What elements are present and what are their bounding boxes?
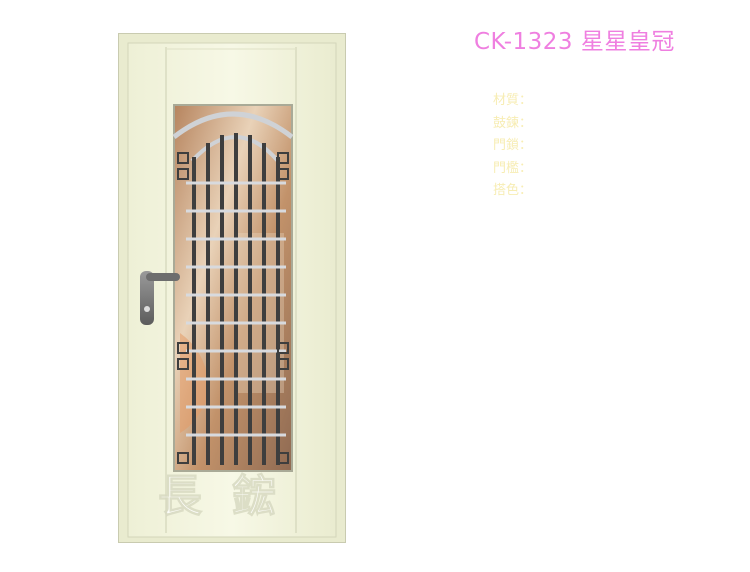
product-title: CK-1323 星星皇冠 bbox=[474, 29, 675, 55]
spec-threshold: 門檻： bbox=[493, 160, 533, 176]
svg-text:長鋐: 長鋐 bbox=[158, 471, 306, 522]
spec-material: 材質： bbox=[493, 93, 533, 108]
door-image: 長鋐 bbox=[118, 33, 346, 543]
spec-hinge: 鼓鍊： bbox=[493, 115, 533, 131]
grille bbox=[192, 133, 280, 465]
door-illustration: 長鋐 bbox=[118, 33, 346, 543]
spec-list: 材質： 鼓鍊： 門鎖： 門檻： 搭色： bbox=[493, 90, 532, 203]
spec-color: 搭色： bbox=[493, 183, 533, 198]
spec-lock: 門鎖： bbox=[493, 138, 533, 153]
door-handle bbox=[140, 271, 180, 325]
brand-watermark: 長鋐 bbox=[158, 471, 306, 523]
